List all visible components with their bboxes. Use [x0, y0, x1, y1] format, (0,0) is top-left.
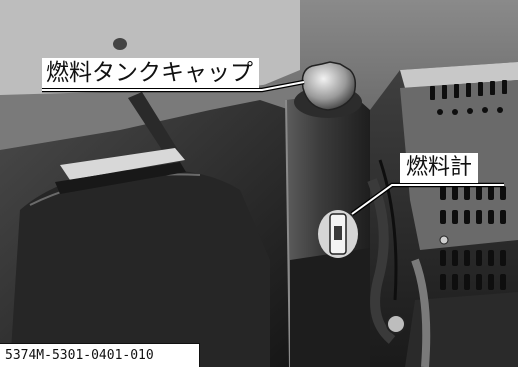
leader-line-fuel-cap [42, 79, 305, 93]
fitting [386, 314, 406, 334]
fuel-gauge-label: 燃料計 [400, 153, 479, 183]
grip-recess [60, 148, 185, 180]
grip-slot [55, 162, 186, 194]
fender-curve [10, 169, 270, 367]
fuel-cap [301, 61, 357, 111]
pillar-lower [290, 248, 370, 367]
gauge-window [334, 226, 342, 240]
pillar-edge [285, 99, 291, 367]
leader-line-fuel-gauge [350, 182, 504, 216]
lever-knob [113, 38, 127, 50]
wire [378, 159, 398, 301]
frame-tube [411, 258, 431, 367]
hose [367, 178, 396, 344]
lower-right-frame [405, 292, 518, 367]
figure-code: 5374M-5301-0401-010 [0, 343, 200, 367]
right-panel-top [400, 62, 518, 88]
fitting-bolt [439, 235, 449, 245]
vent-holes [437, 107, 506, 290]
vent-slots-top [430, 80, 507, 100]
fuel-tank-cap-label: 燃料タンクキャップ [42, 58, 259, 88]
lever-rod [128, 92, 178, 156]
